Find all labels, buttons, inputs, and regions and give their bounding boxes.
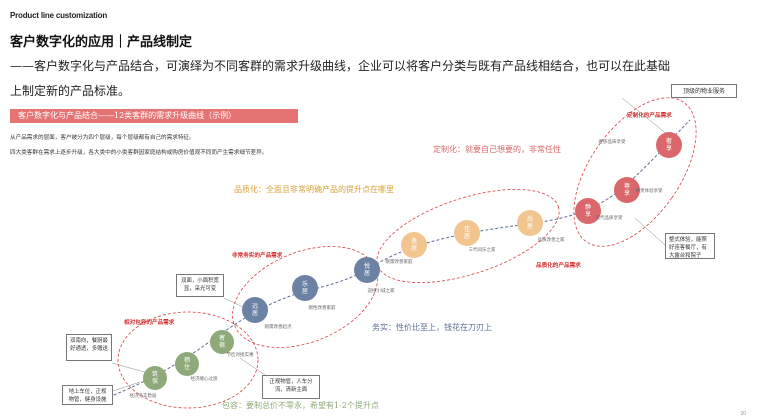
node-subtitle: 刚性改善家庭 [309, 304, 336, 311]
description-line-1: 从产品需求的层面，客户被分为四个层级，每个层级都有自己的需求特征。 [10, 135, 195, 141]
node-name-char: 乐 [302, 281, 308, 288]
node-circle [143, 366, 167, 390]
node-name-char: 享 [624, 189, 630, 197]
node-subtitle: 三代同乐之家 [469, 246, 496, 253]
node-name-char: 居 [252, 310, 258, 317]
node-circle [292, 275, 318, 301]
group-note-pinzhi: 品质化：全面且非常明确产品的提升点在哪里 [234, 185, 394, 194]
node-name-char: 静 [585, 203, 591, 211]
callout-5: 顶级的物业服务 [671, 84, 737, 98]
callout-2: 双面，小面积宽显，采光可变 [176, 274, 224, 297]
group-ellipse-dingzhi [573, 97, 697, 247]
node-subtitle: 经济顺心过渡 [191, 375, 218, 382]
node-name-char: 居 [464, 233, 470, 240]
node-name-char: 悦 [364, 262, 370, 270]
node-subtitle: 经济务实稳居 [130, 392, 157, 399]
node-name-char: 居 [364, 270, 370, 277]
node-circle [517, 210, 543, 236]
section-header: Product line customization [10, 11, 108, 20]
node-name-char: 筑 [152, 370, 158, 378]
node-subtitle: 尊贵体验享受 [636, 187, 663, 194]
node-name-char: 栖 [184, 356, 190, 364]
intro-line-2: 上制定新的产品标准。 [10, 84, 131, 98]
node-circle [242, 297, 268, 323]
callout-leaders [111, 97, 669, 392]
node-name-char: 寄 [219, 334, 225, 342]
description-line-2: 四大类客群在需求上逐步升级，各大类中的小类客群因家庭结构或购房价值观不同而产生需… [10, 150, 268, 156]
node-name-char: 佳 [464, 225, 470, 233]
node-name-char: 住 [184, 363, 190, 371]
node-name-char: 奢 [666, 137, 672, 145]
node-circle [354, 257, 380, 283]
node-name-char: 享 [585, 210, 591, 218]
chart-banner: 客户数字化与产品结合——12类客群的需求升级曲线（示例） [10, 109, 298, 123]
node-11: 尊享尊贵体验享受 [614, 177, 663, 203]
node-circle [614, 177, 640, 203]
callout-3: 地上车位，正规物管，健身设施 [62, 385, 113, 405]
node-name-char: 居 [411, 245, 417, 252]
node-circle [656, 132, 682, 158]
node-subtitle: 节俭对接实惠 [227, 351, 254, 358]
node-subtitle: 现代品质享受 [596, 214, 623, 221]
callout-1: 双南向，餐厨最好通透，多赠送 [66, 334, 112, 361]
node-name-char: 远 [252, 302, 258, 310]
node-subtitle: 刚需改善起点 [265, 323, 292, 330]
intro-line-1: ——客户数字化与产品结合，可演绎为不同客群的需求升级曲线，企业可以将客户分类与既… [10, 59, 671, 73]
page-number: 30 [740, 411, 746, 417]
node-name-char: 尚 [527, 215, 533, 223]
page-title: 客户数字化的应用｜产品线制定 [10, 35, 193, 50]
group-label-dingzhi: 定制化的产品需求 [627, 113, 672, 119]
node-name-char: 居 [302, 288, 308, 295]
node-name-char: 逸 [411, 237, 417, 245]
group-label-wushi: 非常务实的产品需求 [232, 253, 283, 259]
node-circle [454, 220, 480, 246]
node-subtitle: 品质改善之家 [538, 236, 565, 243]
node-layer: 筑俣经济务实稳居栖住经济顺心过渡寄宿节俭对接实惠远居刚需改善起点乐居刚性改善家庭… [130, 132, 682, 399]
node-subtitle: 迎接小城之家 [368, 287, 395, 294]
node-circle [575, 198, 601, 224]
callout-4: 正规物管，人车分流，清新主面 [262, 375, 320, 399]
node-name-char: 居 [527, 223, 533, 230]
node-name-char: 享 [666, 144, 672, 152]
node-circle [210, 330, 234, 354]
node-name-char: 尊 [624, 182, 630, 190]
group-label-pinzhi: 品质化的产品需求 [536, 263, 581, 269]
group-note-dingzhi: 定制化：就要自己想要的，非常任性 [433, 145, 561, 154]
node-12: 奢享 奢侈品味享受 [599, 132, 682, 158]
group-ellipse-baorong [117, 311, 259, 409]
node-name-char: 俣 [152, 377, 158, 385]
node-circle [175, 352, 199, 376]
node-subtitle: 奢侈品味享受 [599, 138, 626, 145]
group-note-baorong: 包容：要制总价不零永，希望有1-2个提升点 [222, 401, 379, 410]
callout-6: 整式体验，能照好连客餐厅，有大露台和院子 [665, 233, 715, 259]
group-ellipse-pinzhi [376, 189, 560, 283]
node-circle [401, 232, 427, 258]
group-label-baorong: 相对包容的产品需求 [124, 320, 175, 326]
node-subtitle: 刚需改善家庭 [386, 258, 413, 265]
group-note-wushi: 务实：性价比至上，钱花在刀刃上 [372, 323, 492, 332]
node-name-char: 宿 [219, 341, 225, 349]
